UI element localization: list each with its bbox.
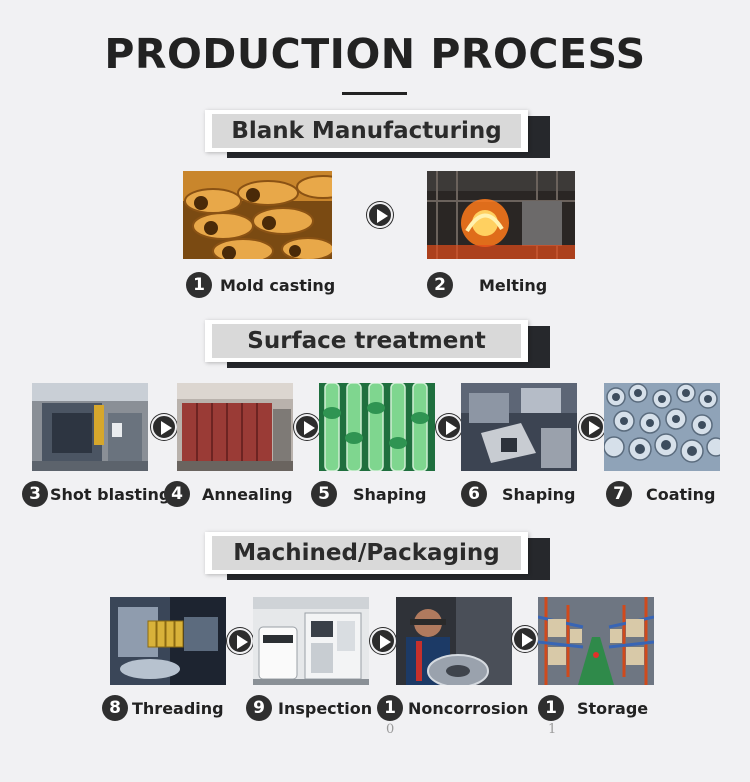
step-number-badge: 3 <box>22 481 48 507</box>
step-storage: 1 Storage <box>538 695 648 721</box>
step-label: Mold casting <box>220 275 336 295</box>
photo-annealing <box>177 383 293 471</box>
section-banner-machined-packaging: Machined/Packaging <box>205 532 550 580</box>
section-title: Surface treatment <box>212 324 521 358</box>
step-number-badge: 1 <box>377 695 403 721</box>
play-arrow-icon <box>512 626 538 652</box>
step-label: Noncorrosion <box>408 698 529 718</box>
banner-plate: Surface treatment <box>205 320 528 362</box>
step-number-badge: 8 <box>102 695 128 721</box>
step-label: Coating <box>646 484 716 504</box>
play-arrow-icon <box>579 414 605 440</box>
page-title: PRODUCTION PROCESS <box>104 30 646 78</box>
step-number-badge: 1 <box>186 272 212 298</box>
photo-coating <box>604 383 720 471</box>
photo-noncorrosion <box>396 597 512 685</box>
photo-storage <box>538 597 654 685</box>
step-label: Threading <box>132 698 224 718</box>
step-number-badge: 4 <box>164 481 190 507</box>
photo-shaping-green <box>319 383 435 471</box>
photo-shot-blasting <box>32 383 148 471</box>
play-arrow-icon <box>370 628 396 654</box>
photo-threading <box>110 597 226 685</box>
banner-plate: Machined/Packaging <box>205 532 528 574</box>
step-shot-blasting: 3 Shot blasting <box>22 481 170 507</box>
play-arrow-icon <box>227 628 253 654</box>
title-underline <box>342 92 407 95</box>
step-shaping-1: 5 Shaping <box>311 481 427 507</box>
step-annealing: 4 Annealing <box>164 481 293 507</box>
step-label: Inspection <box>278 698 373 718</box>
step-number-overflow: 0 <box>386 722 395 737</box>
photo-mold-casting <box>183 171 332 259</box>
photo-inspection <box>253 597 369 685</box>
step-mold-casting: 1 Mold casting <box>186 272 335 298</box>
photo-shaping-press <box>461 383 577 471</box>
section-banner-surface-treatment: Surface treatment <box>205 320 550 368</box>
section-banner-blank-manufacturing: Blank Manufacturing <box>205 110 550 158</box>
step-label: Shaping <box>502 484 576 504</box>
play-arrow-icon <box>436 414 462 440</box>
step-threading: 8 Threading <box>102 695 224 721</box>
section-title: Machined/Packaging <box>212 536 521 570</box>
step-inspection: 9 Inspection <box>246 695 372 721</box>
step-label: Shaping <box>353 484 427 504</box>
step-melting: 2 Melting <box>427 272 547 298</box>
step-number-badge: 7 <box>606 481 632 507</box>
step-coating: 7 Coating <box>606 481 716 507</box>
step-label: Shot blasting <box>50 484 171 504</box>
photo-melting <box>427 171 575 259</box>
step-number-badge: 6 <box>461 481 487 507</box>
section-title: Blank Manufacturing <box>212 114 521 148</box>
step-label: Melting <box>479 275 548 295</box>
step-label: Annealing <box>202 484 293 504</box>
step-number-badge: 5 <box>311 481 337 507</box>
step-label: Storage <box>577 698 649 718</box>
step-noncorrosion: 1 Noncorrosion <box>377 695 528 721</box>
play-arrow-icon <box>151 414 177 440</box>
step-shaping-2: 6 Shaping <box>461 481 576 507</box>
play-arrow-icon <box>294 414 320 440</box>
play-arrow-icon <box>367 202 393 228</box>
step-number-badge: 1 <box>538 695 564 721</box>
step-number-badge: 9 <box>246 695 272 721</box>
banner-plate: Blank Manufacturing <box>205 110 528 152</box>
step-number-overflow: 1 <box>548 722 557 737</box>
step-number-badge: 2 <box>427 272 453 298</box>
